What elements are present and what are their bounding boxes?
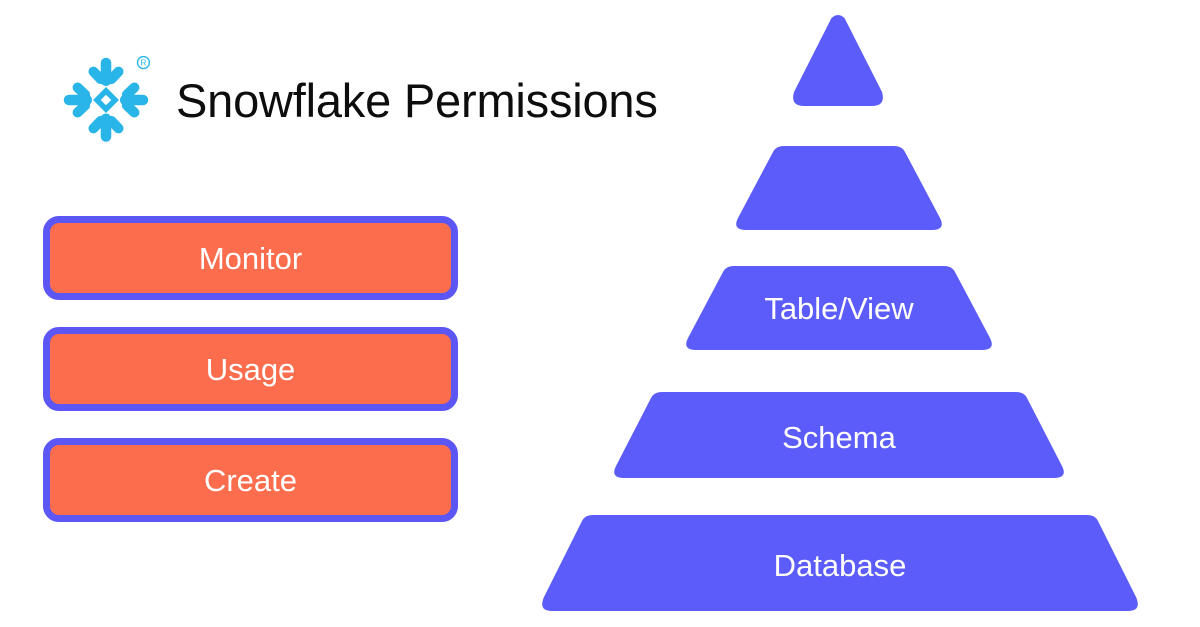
pyramid-tier-apex[interactable] xyxy=(790,12,886,106)
page-title: Snowflake Permissions xyxy=(176,73,658,127)
trapezoid-shape xyxy=(736,146,942,230)
permission-card-usage[interactable]: Usage xyxy=(43,327,458,411)
registered-trademark-icon: R xyxy=(136,55,151,70)
permission-label: Monitor xyxy=(198,240,303,276)
pyramid-tier-label: Database xyxy=(773,547,907,583)
permissions-list: Monitor Usage Create xyxy=(43,216,458,522)
snowflake-logo: R xyxy=(58,52,154,148)
trapezoid-shape xyxy=(614,392,1064,478)
pyramid-tier-schema[interactable]: Schema xyxy=(610,392,1068,478)
permission-card-monitor[interactable]: Monitor xyxy=(43,216,458,300)
permission-label: Usage xyxy=(205,351,296,387)
pyramid-tier-2[interactable] xyxy=(732,146,946,230)
triangle-shape xyxy=(793,15,883,106)
permission-label: Create xyxy=(203,462,298,498)
trapezoid-shape xyxy=(542,515,1138,611)
pyramid-tier-label: Schema xyxy=(782,419,896,455)
svg-text:R: R xyxy=(140,59,146,68)
pyramid-tier-table-view[interactable]: Table/View xyxy=(682,266,996,350)
pyramid-tier-label: Table/View xyxy=(764,290,914,326)
page-header: R Snowflake Permissions xyxy=(58,52,658,148)
permission-card-create[interactable]: Create xyxy=(43,438,458,522)
object-hierarchy-pyramid: Table/View Schema Database xyxy=(510,0,1200,627)
pyramid-tier-database[interactable]: Database xyxy=(538,515,1142,611)
trapezoid-shape xyxy=(686,266,992,350)
